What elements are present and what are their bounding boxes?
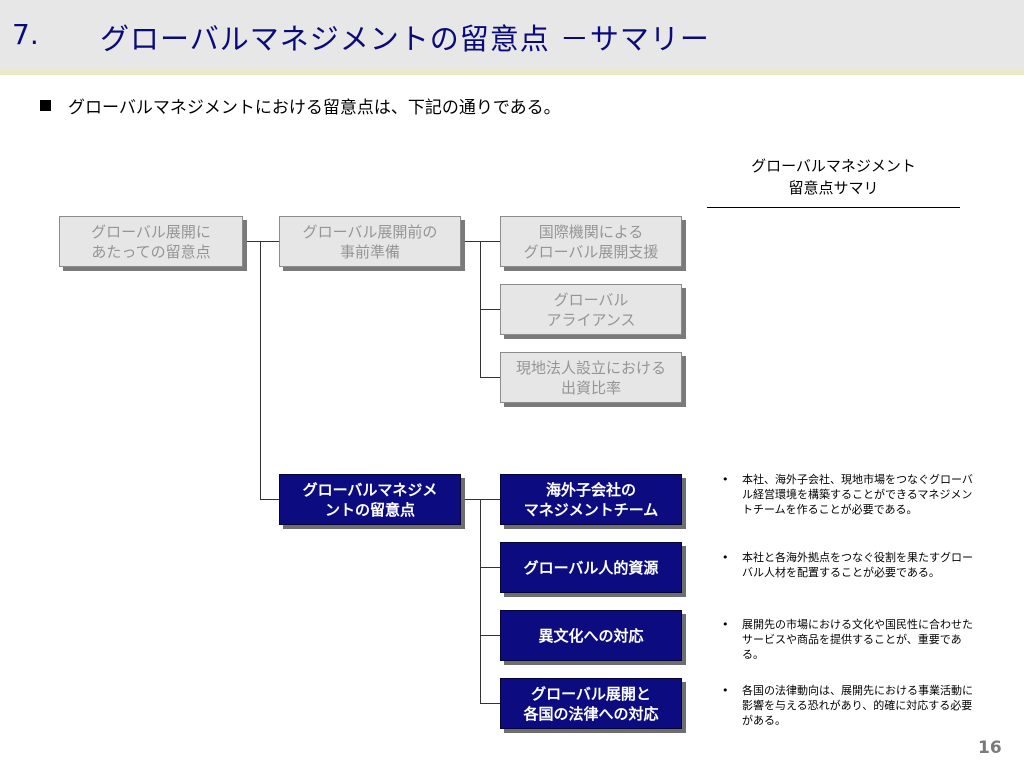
subheading-text: グローバルマネジメントにおける留意点は、下記の通りである。 (68, 98, 561, 118)
box-global-alliance: グローバル アライアンス (500, 284, 682, 335)
note-text: 本社と各海外拠点をつなぐ役割を果たすグローバル人材を配置することが必要である。 (742, 551, 973, 579)
section-number: 7. (12, 18, 39, 51)
connector-mgmt-item3 (480, 635, 500, 636)
note-local-law: • 各国の法律動向は、展開先における事業活動に影響を与える恐れがあり、的確に対応… (722, 683, 982, 728)
connector-root-vertical (260, 241, 261, 500)
title-bar (0, 0, 1024, 70)
box-human-resources: グローバル人的資源 (500, 542, 682, 593)
summary-heading-line2: 留意点サマリ (788, 179, 879, 197)
box-cross-culture: 異文化への対応 (500, 610, 682, 661)
note-mgmt-team: • 本社、海外子会社、現地市場をつなぐグローバル経営環境を構築することができるマ… (722, 472, 982, 517)
summary-heading-line1: グローバルマネジメント (751, 157, 916, 175)
subheading: グローバルマネジメントにおける留意点は、下記の通りである。 (36, 93, 561, 118)
title-underline (0, 70, 1024, 75)
connector-root-pre (243, 241, 279, 242)
summary-heading: グローバルマネジメント 留意点サマリ (707, 155, 960, 199)
bullet-dot: • (722, 618, 729, 631)
box-capital-ratio: 現地法人設立における 出資比率 (500, 352, 682, 403)
box-pre-preparation: グローバル展開前の 事前準備 (279, 216, 461, 267)
square-bullet-icon (40, 100, 51, 111)
note-text: 展開先の市場における文化や国民性に合わせたサービスや商品を提供することが、重要で… (742, 618, 973, 661)
connector-root-mgmt (260, 499, 279, 500)
box-mgmt-points: グローバルマネジメ ントの留意点 (279, 474, 461, 525)
page-title: グローバルマネジメントの留意点 －サマリー (100, 22, 710, 56)
note-text: 本社、海外子会社、現地市場をつなぐグローバル経営環境を構築することができるマネジ… (742, 473, 973, 516)
box-mgmt-team: 海外子会社の マネジメントチーム (500, 474, 682, 525)
connector-mgmt-item4 (480, 703, 500, 704)
summary-rule (707, 207, 960, 208)
connector-pre-item3 (480, 377, 500, 378)
note-cross-culture: • 展開先の市場における文化や国民性に合わせたサービスや商品を提供することが、重… (722, 617, 982, 662)
page-number: 16 (978, 738, 1002, 758)
bullet-dot: • (722, 684, 729, 697)
bullet-dot: • (722, 473, 729, 486)
connector-pre-item2 (480, 309, 500, 310)
box-intl-support: 国際機関による グローバル展開支援 (500, 216, 682, 267)
note-human-resources: • 本社と各海外拠点をつなぐ役割を果たすグローバル人材を配置することが必要である… (722, 550, 982, 580)
bullet-dot: • (722, 551, 729, 564)
box-local-law: グローバル展開と 各国の法律への対応 (500, 678, 682, 729)
note-text: 各国の法律動向は、展開先における事業活動に影響を与える恐れがあり、的確に対応する… (742, 684, 973, 727)
connector-mgmt-item2 (480, 567, 500, 568)
connector-mgmt-vertical (480, 499, 481, 704)
box-root: グローバル展開に あたっての留意点 (59, 216, 243, 267)
